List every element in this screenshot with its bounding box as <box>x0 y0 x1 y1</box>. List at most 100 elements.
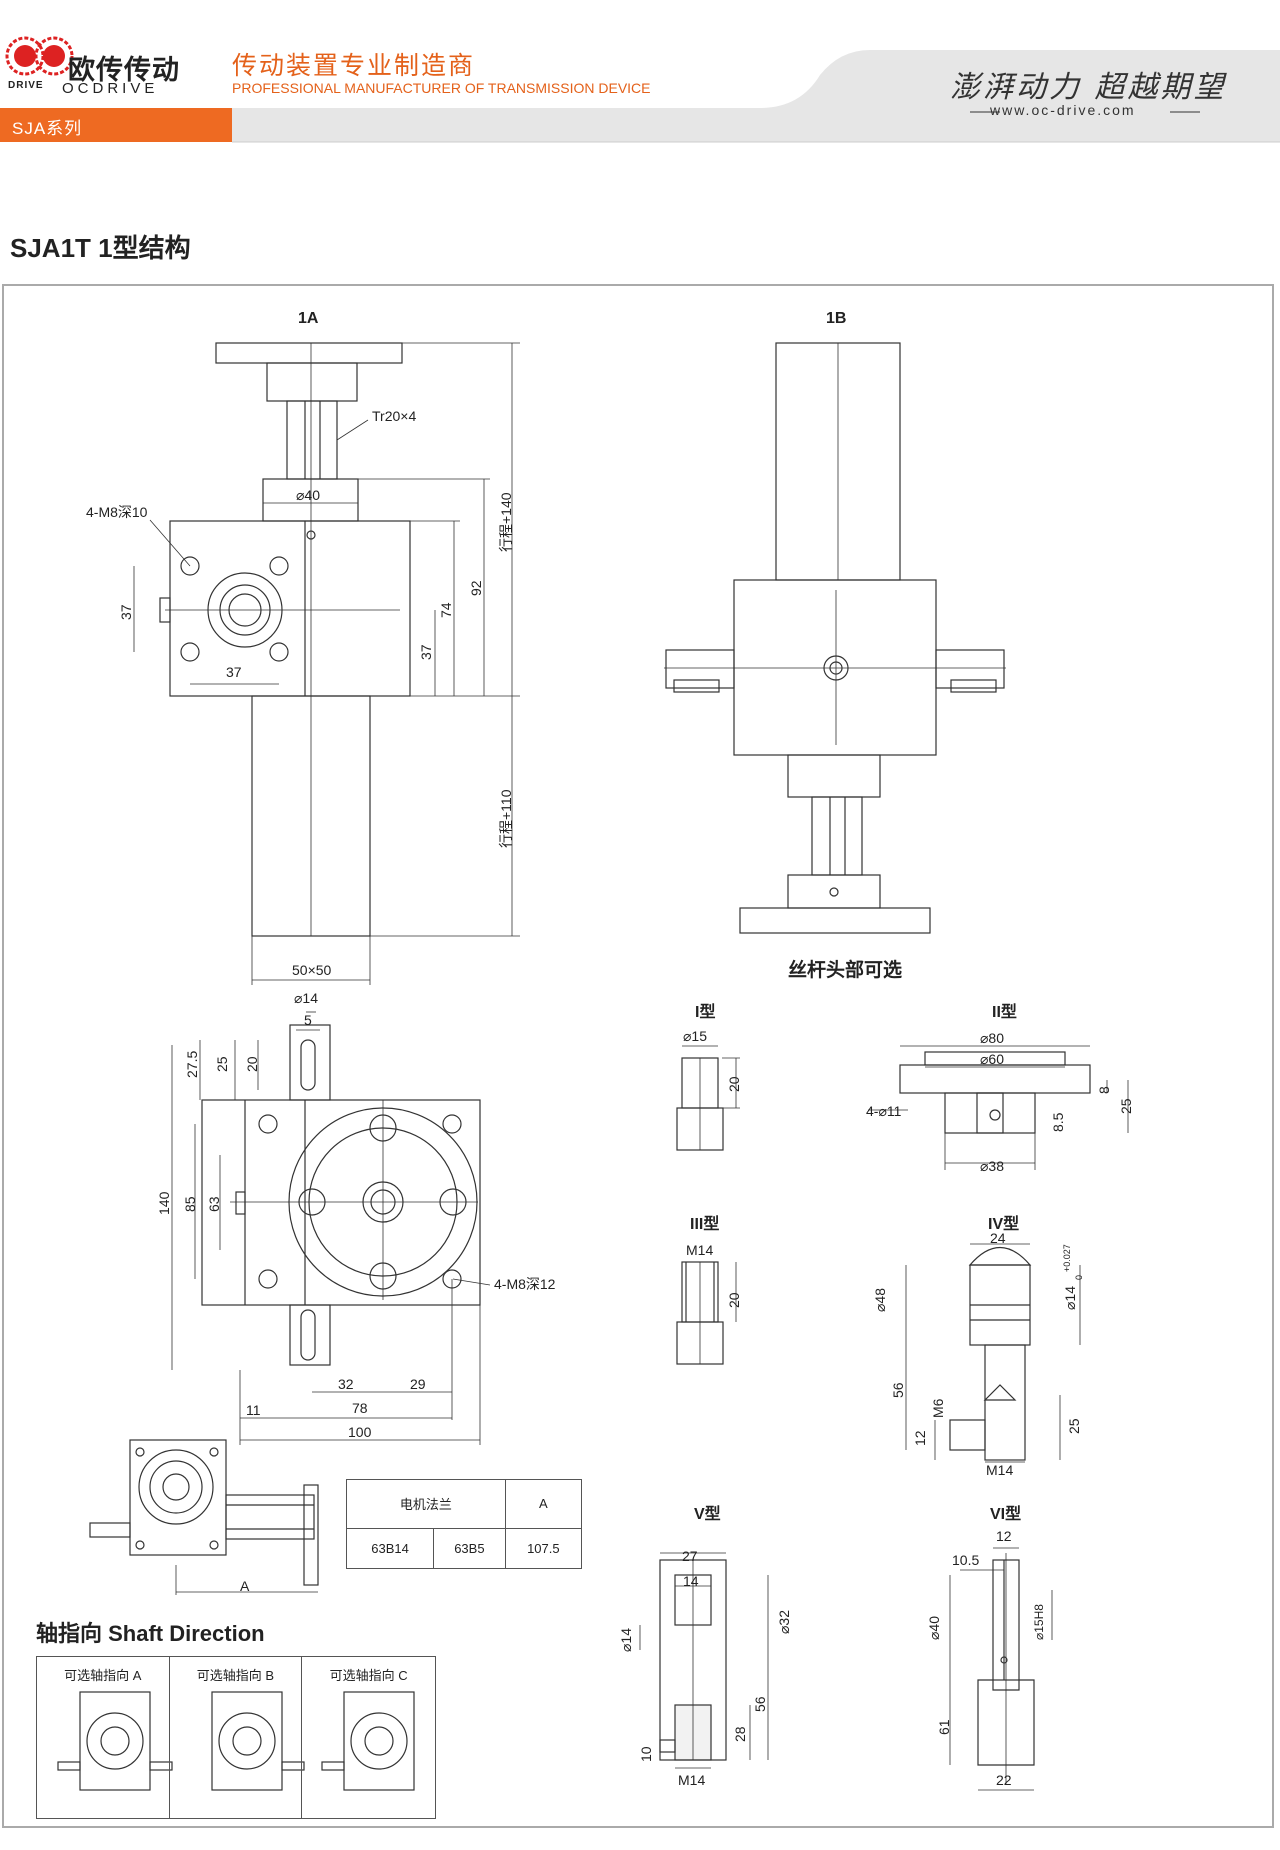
dim-plan-11: 11 <box>246 1402 261 1418</box>
brand-drive: DRIVE <box>8 80 44 91</box>
type4-m14: M14 <box>986 1462 1014 1478</box>
table-row: 电机法兰 A <box>346 1479 583 1529</box>
type3-m14: M14 <box>686 1242 714 1258</box>
website: www.oc-drive.com <box>990 102 1136 118</box>
shaft-direction-title: 轴指向 Shaft Direction <box>36 1621 265 1646</box>
dim-plan-27-5: 27.5 <box>184 1050 200 1078</box>
table-cell: 63B5 <box>433 1527 506 1570</box>
dim-motor-a: A <box>240 1578 250 1594</box>
type6-d61: 61 <box>936 1719 952 1735</box>
dim-holes-1a: 4-M8深10 <box>86 504 148 520</box>
type5-m14: M14 <box>678 1772 706 1788</box>
tagline-zh: 传动装置专业制造商 <box>232 52 476 80</box>
type5-d14: 14 <box>683 1573 699 1589</box>
type1-drawing <box>676 1045 740 1151</box>
page-title: SJA1T 1型结构 <box>10 233 191 263</box>
type6-d15h8: ⌀15H8 <box>1032 1604 1046 1640</box>
series-label: SJA系列 <box>12 119 83 138</box>
dim-stroke140: 行程+140 <box>498 492 514 552</box>
dim-plan-100: 100 <box>348 1424 372 1440</box>
type4-d25: 25 <box>1066 1418 1082 1434</box>
options-title: 丝杆头部可选 <box>788 960 903 981</box>
dim-d40: ⌀40 <box>296 487 321 503</box>
table-row: 可选轴指向 A 可选轴指向 B 可选轴指向 C <box>36 1656 436 1819</box>
dim-37-bottom: 37 <box>226 664 242 680</box>
type4-d48: ⌀48 <box>872 1287 888 1312</box>
table-header-flange: 电机法兰 <box>346 1479 506 1529</box>
type1-label: I型 <box>695 1004 716 1021</box>
table-cell: 63B14 <box>345 1527 435 1570</box>
dim-plan-63: 63 <box>206 1196 222 1212</box>
table-header-a: A <box>504 1479 583 1529</box>
motor-flange-table: 电机法兰 A 63B14 63B5 107.5 <box>345 1479 583 1570</box>
dim-plan-25: 25 <box>214 1056 230 1072</box>
type2-d80: ⌀80 <box>980 1030 1005 1046</box>
dim-92: 92 <box>468 580 484 596</box>
dim-plan-holes: 4-M8深12 <box>494 1276 556 1292</box>
type5-drawing <box>639 1552 769 1769</box>
shaft-direction-table: 可选轴指向 A 可选轴指向 B 可选轴指向 C <box>36 1656 436 1819</box>
view-1b-label: 1B <box>826 310 847 327</box>
dim-50x50: 50×50 <box>292 962 332 978</box>
type4-label: IV型 <box>988 1216 1020 1233</box>
type4-tolerance-zero: 0 <box>1074 1274 1084 1280</box>
dim-37-left: 37 <box>118 604 134 620</box>
table-cell: 107.5 <box>504 1527 583 1570</box>
type6-d22: 22 <box>996 1772 1012 1788</box>
type2-label: II型 <box>992 1004 1017 1021</box>
type6-d12: 12 <box>996 1528 1012 1544</box>
view-1b-drawing <box>664 342 1006 934</box>
type2-d38: ⌀38 <box>980 1158 1005 1174</box>
type2-d60: ⌀60 <box>980 1051 1005 1067</box>
shaft-option-b[interactable]: 可选轴指向 B <box>168 1656 303 1819</box>
table-row: 63B14 63B5 107.5 <box>345 1527 583 1570</box>
type1-d15: ⌀15 <box>683 1028 708 1044</box>
dim-stroke110: 行程+110 <box>498 789 514 849</box>
header: DRIVE 欧传传动 OCDRIVE 传动装置专业制造商 PROFESSIONA… <box>0 0 1280 150</box>
shaft-option-c[interactable]: 可选轴指向 C <box>301 1656 436 1819</box>
tagline-en: PROFESSIONAL MANUFACTURER OF TRANSMISSIO… <box>232 80 651 96</box>
type5-d14-dia: ⌀14 <box>618 1627 634 1652</box>
type4-d56: 56 <box>890 1382 906 1398</box>
plan-view-drawing <box>171 1011 491 1445</box>
brand-name-zh: 欧传传动 <box>68 55 180 85</box>
type5-d27: 27 <box>682 1548 698 1564</box>
shaft-option-a[interactable]: 可选轴指向 A <box>36 1656 170 1819</box>
type5-d56: 56 <box>752 1696 768 1712</box>
type2-d8: 8 <box>1096 1086 1112 1094</box>
type1-d20: 20 <box>726 1076 742 1092</box>
dim-37-right: 37 <box>418 644 434 660</box>
type5-label: V型 <box>694 1506 721 1523</box>
type6-d40: ⌀40 <box>926 1615 942 1640</box>
dim-plan-78: 78 <box>352 1400 368 1416</box>
type5-d10: 10 <box>638 1746 654 1762</box>
type4-drawing <box>905 1243 1081 1463</box>
view-1a-label: 1A <box>298 310 319 327</box>
motor-side-drawing <box>89 1439 319 1595</box>
dim-plan-29: 29 <box>410 1376 426 1392</box>
dim-74: 74 <box>438 602 454 618</box>
type4-d14: ⌀14 <box>1062 1285 1078 1310</box>
dim-plan-32: 32 <box>338 1376 354 1392</box>
brand-name-en: OCDRIVE <box>62 80 159 97</box>
drawing-frame <box>2 284 1274 1828</box>
type2-holes: 4-⌀11 <box>866 1103 902 1119</box>
type6-d10-5: 10.5 <box>952 1552 980 1568</box>
view-1a-drawing <box>133 342 520 985</box>
header-background <box>5 36 1280 143</box>
dim-plan-d14: ⌀14 <box>294 990 319 1006</box>
type3-drawing <box>676 1261 737 1365</box>
type3-label: III型 <box>690 1216 720 1233</box>
type2-drawing <box>868 1045 1129 1170</box>
dim-plan-85: 85 <box>182 1196 198 1212</box>
type4-d24: 24 <box>990 1230 1006 1246</box>
type4-d12: 12 <box>912 1430 928 1446</box>
type6-label: VI型 <box>990 1506 1022 1523</box>
type5-d28: 28 <box>732 1726 748 1742</box>
series-bar <box>0 108 232 142</box>
dim-plan-20: 20 <box>244 1056 260 1072</box>
type6-drawing <box>949 1547 1053 1791</box>
dim-plan-140: 140 <box>156 1191 172 1215</box>
logo-icon <box>5 36 74 76</box>
